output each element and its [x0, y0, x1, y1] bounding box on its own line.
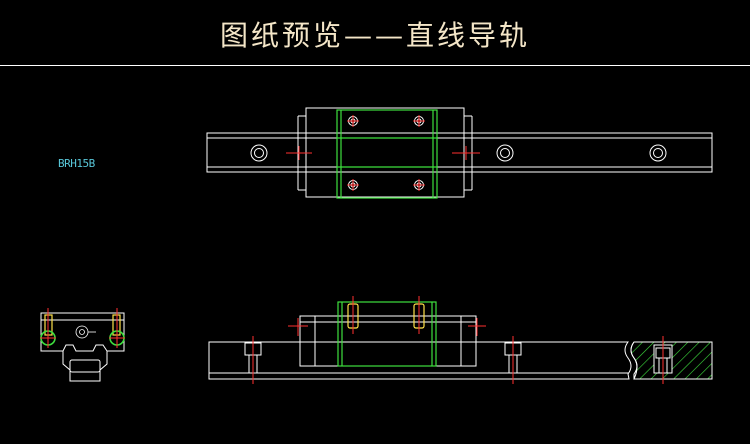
end-view-center-marks [40, 308, 125, 348]
top-view [206, 107, 713, 199]
top-view-center-marks [286, 115, 480, 191]
title-divider [0, 65, 750, 66]
end-view [40, 308, 125, 382]
end-view-bolts [44, 314, 121, 336]
title-bar: 图纸预览——直线导轨 [0, 0, 750, 66]
top-view-rail [206, 132, 713, 173]
side-view [208, 296, 713, 384]
end-view-block [40, 312, 125, 382]
side-view-center-marks [252, 296, 664, 384]
part-code-label: BRH15B [58, 157, 95, 170]
side-view-rail [208, 341, 638, 380]
side-view-rail-section [630, 341, 713, 380]
side-view-block [299, 315, 477, 367]
page-title: 图纸预览——直线导轨 [219, 19, 530, 52]
cad-drawing [40, 107, 713, 384]
side-view-block-center [337, 301, 437, 367]
top-view-block-bolts [348, 116, 424, 190]
top-view-block [297, 107, 473, 198]
top-view-rail-holes [250, 144, 667, 162]
end-view-grease-nipple [75, 325, 96, 339]
top-view-block-center [336, 109, 438, 199]
side-view-rail-holes [244, 342, 671, 374]
